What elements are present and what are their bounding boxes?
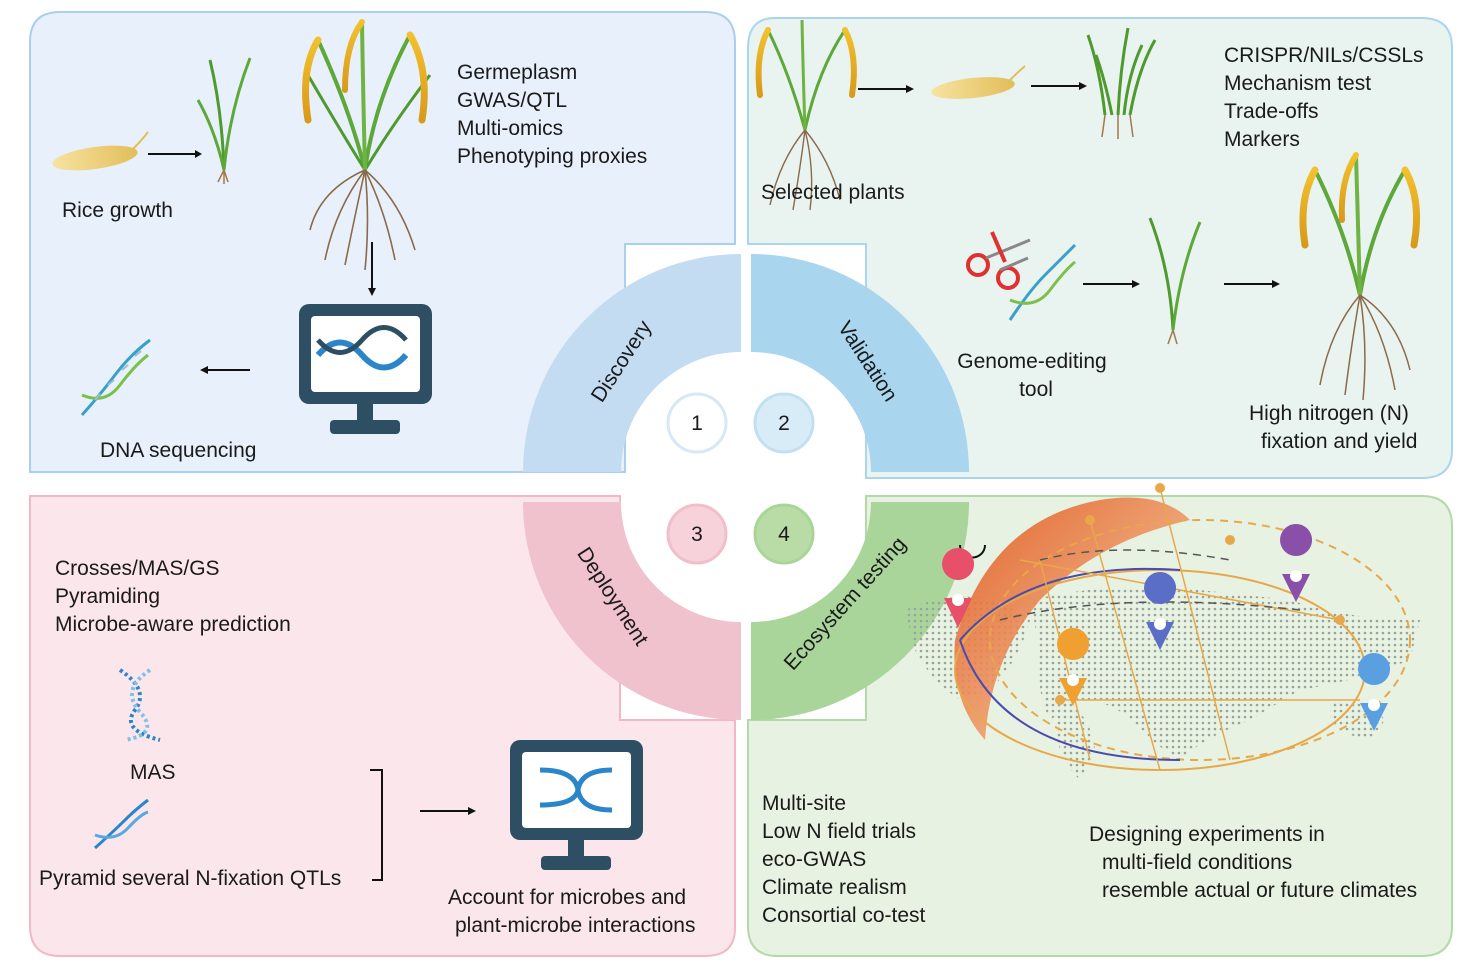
ecosystem-item-4: Climate realism xyxy=(762,876,907,899)
center-ring: 1 2 3 4 Discovery Validation Deployment … xyxy=(523,254,969,720)
ecosystem-content: Multi-site Low N field trials eco-GWAS C… xyxy=(762,483,1420,927)
arrow-head xyxy=(906,85,914,93)
stage-4-badge xyxy=(753,503,815,565)
selected-plants-label: Selected plants xyxy=(761,181,905,204)
validation-item-1: CRISPR/NILs/CSSLs xyxy=(1224,44,1424,67)
location-pin-red-icon xyxy=(942,548,975,628)
dna-sequencing-label: DNA sequencing xyxy=(100,439,256,462)
arrow-head xyxy=(1079,82,1087,90)
dna-helix-icon xyxy=(80,338,151,417)
outcome-label-1: High nitrogen (N) xyxy=(1249,402,1409,425)
arrow-head xyxy=(200,366,208,374)
deployment-item-1: Crosses/MAS/GS xyxy=(55,557,220,580)
discovery-content: Rice growth Germeplasm GWAS/QTL Multi-om… xyxy=(52,19,647,462)
account-label-1: Account for microbes and xyxy=(448,886,686,909)
arrow-head xyxy=(195,150,202,158)
arrow-head xyxy=(1132,280,1140,288)
location-pin-purple-icon xyxy=(1280,524,1313,602)
deployment-item-3: Microbe-aware prediction xyxy=(55,613,291,636)
ecosystem-item-5: Consortial co-test xyxy=(762,904,926,927)
designing-label-2: multi-field conditions xyxy=(1102,851,1292,874)
pyramid-label: Pyramid several N-fixation QTLs xyxy=(39,867,341,890)
rice-plant-icon xyxy=(302,19,432,271)
discovery-item-1: Germeplasm xyxy=(457,61,577,84)
ecosystem-item-1: Multi-site xyxy=(762,792,846,815)
ecosystem-item-3: eco-GWAS xyxy=(762,848,866,871)
validation-content: CRISPR/NILs/CSSLs Mechanism test Trade-o… xyxy=(755,19,1424,453)
monitor-network-icon xyxy=(510,740,643,870)
validation-item-2: Mechanism test xyxy=(1224,72,1371,95)
rice-plant-icon xyxy=(1299,152,1421,401)
deployment-item-2: Pyramiding xyxy=(55,585,160,608)
deployment-content: Crosses/MAS/GS Pyramiding Microbe-aware … xyxy=(39,557,695,937)
outcome-label-2: fixation and yield xyxy=(1261,430,1417,453)
arrow-head xyxy=(1272,280,1280,288)
mas-label: MAS xyxy=(130,761,176,784)
stage-3-badge xyxy=(666,503,728,565)
arrow-head xyxy=(368,288,376,296)
scissors-icon xyxy=(966,231,1031,290)
discovery-item-2: GWAS/QTL xyxy=(457,89,567,112)
location-pin-lightblue-icon xyxy=(1358,653,1391,731)
ecosystem-item-2: Low N field trials xyxy=(762,820,916,843)
arc-discovery xyxy=(523,254,741,472)
climate-globe-icon xyxy=(954,483,1411,771)
validation-item-3: Trade-offs xyxy=(1224,100,1319,123)
bracket xyxy=(370,769,383,881)
designing-label-1: Designing experiments in xyxy=(1089,823,1325,846)
stage-1-badge xyxy=(666,392,728,454)
genome-editing-label-1: Genome-editing xyxy=(957,350,1106,373)
location-pin-blue-icon xyxy=(1144,572,1177,650)
seedlings-icon xyxy=(1086,27,1157,139)
rice-growth-label: Rice growth xyxy=(62,199,173,222)
rice-grain-icon xyxy=(52,131,149,171)
stage-2-badge xyxy=(753,392,815,454)
arc-validation xyxy=(751,254,969,472)
account-label-2: plant-microbe interactions xyxy=(455,914,695,937)
dna-helix-icon xyxy=(118,668,161,742)
rice-grain-icon xyxy=(931,65,1026,99)
monitor-dna-icon xyxy=(299,304,432,434)
stage-1-number: 1 xyxy=(691,412,703,435)
dna-helix-icon xyxy=(93,798,149,850)
arc-ecosystem xyxy=(751,502,969,720)
arc-deployment xyxy=(523,502,741,720)
arrow-head xyxy=(468,807,476,815)
seedling-icon xyxy=(1148,217,1202,345)
seedling-icon xyxy=(196,57,252,184)
rice-plant-icon xyxy=(755,19,857,211)
stage-2-number: 2 xyxy=(778,412,790,435)
stage-4-number: 4 xyxy=(778,523,790,546)
stage-3-number: 3 xyxy=(691,523,703,546)
location-pin-orange-icon xyxy=(1057,628,1090,706)
dna-helix-icon xyxy=(1008,243,1077,321)
validation-item-4: Markers xyxy=(1224,128,1300,151)
genome-editing-label-2: tool xyxy=(1019,378,1053,401)
designing-label-3: resemble actual or future climates xyxy=(1102,879,1417,902)
discovery-item-4: Phenotyping proxies xyxy=(457,145,647,168)
discovery-item-3: Multi-omics xyxy=(457,117,563,140)
